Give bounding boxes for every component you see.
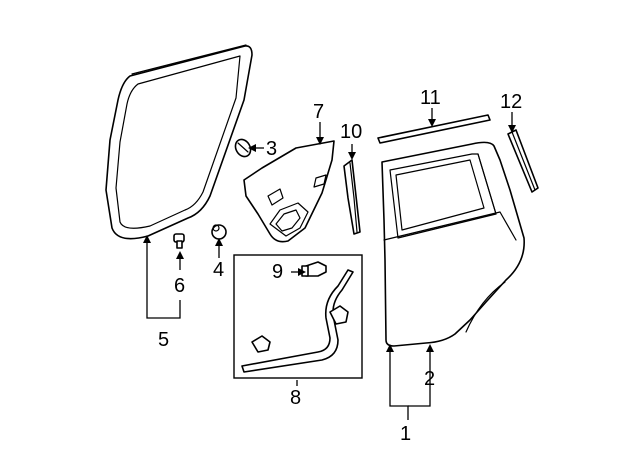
belt-molding: [377, 114, 491, 144]
callout-5: 5: [158, 329, 169, 351]
callout-2: 2: [424, 368, 435, 390]
access-hole-cover: [243, 140, 335, 243]
clip-a: [329, 305, 349, 325]
callout-6: 6: [174, 275, 185, 297]
callout-1: 1: [400, 423, 411, 445]
callout-10: 10: [340, 121, 362, 143]
rear-door: [381, 141, 525, 347]
door-weatherstrip: [105, 44, 253, 240]
callout-8: 8: [290, 387, 301, 409]
callout-9: 9: [272, 261, 283, 283]
callout-11: 11: [420, 87, 441, 109]
clip-b: [251, 335, 271, 353]
callout-7: 7: [313, 101, 324, 123]
callout-3: 3: [266, 138, 277, 160]
sash-trim: [343, 159, 361, 235]
clip-9: [301, 261, 327, 277]
weatherstrip-clip: [173, 233, 185, 249]
hole-plug: [234, 138, 252, 158]
callout-4: 4: [213, 259, 224, 281]
grommet: [211, 224, 227, 240]
rear-trim-strip: [507, 129, 539, 193]
molding-kit-box: [233, 254, 363, 379]
callout-12: 12: [500, 91, 522, 113]
leader-lines: [143, 108, 516, 420]
